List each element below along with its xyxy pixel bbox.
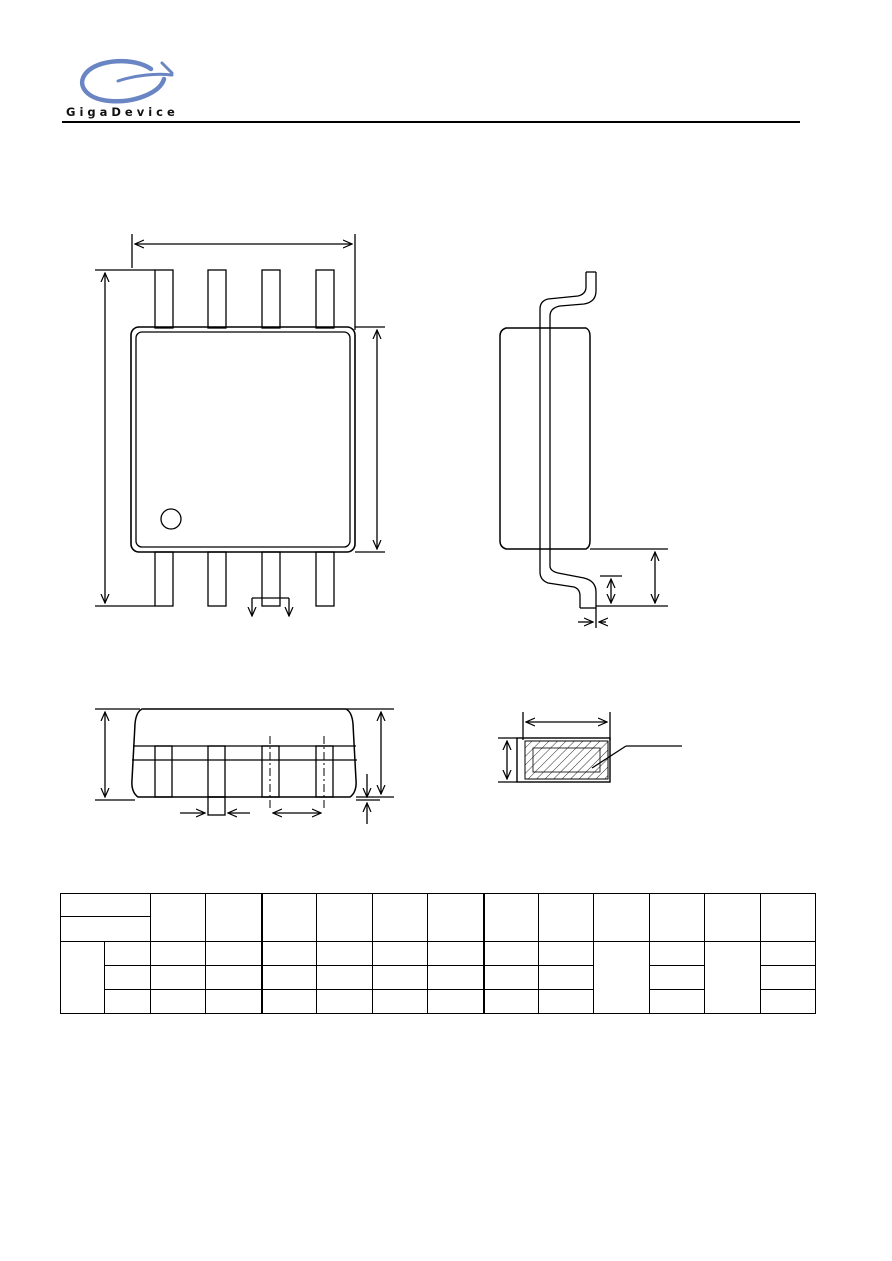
- table-cell: [260, 893, 317, 942]
- table-cell: [205, 989, 262, 1014]
- page-header: GigaDevice: [60, 55, 800, 125]
- table-cell: [372, 989, 428, 1014]
- top-leads: [154, 269, 335, 329]
- table-cell: [372, 893, 428, 942]
- table-cell: [150, 965, 206, 990]
- table-cell: [316, 965, 373, 990]
- table-row: [60, 941, 816, 1014]
- table-cell: [316, 989, 373, 1014]
- side-view: [499, 271, 668, 628]
- table-cell: [704, 893, 761, 942]
- table-cell: [704, 941, 761, 1014]
- package-body: [130, 326, 356, 553]
- table-cell: [316, 893, 373, 942]
- table-cell: [482, 893, 539, 942]
- table-cell: [104, 989, 151, 1014]
- gigadevice-logo-icon: [79, 58, 174, 104]
- table-cell: [649, 893, 705, 942]
- table-cell: [482, 989, 539, 1014]
- table-header-row: [60, 916, 816, 942]
- table-cell: [150, 941, 206, 966]
- table-cell: [260, 965, 317, 990]
- table-cell: [427, 965, 484, 990]
- table-cell: [205, 941, 262, 966]
- table-cell: [593, 941, 650, 1014]
- side-body: [499, 327, 591, 550]
- table-cell: [760, 965, 816, 990]
- package-outline-drawing: [95, 234, 682, 824]
- table-cell: [538, 989, 594, 1014]
- table-cell: [538, 893, 594, 942]
- table-cell: [372, 965, 428, 990]
- table-cell: [760, 893, 816, 942]
- table-cell: [649, 965, 705, 990]
- table-row: [61, 989, 816, 1014]
- table-cell: [60, 893, 151, 917]
- bottom-leads: [154, 551, 335, 607]
- table-cell: [60, 941, 105, 1014]
- table-cell: [538, 941, 594, 966]
- pin1-marker: [160, 508, 182, 530]
- table-cell: [205, 965, 262, 990]
- lead-section-outline: [516, 737, 611, 783]
- lead-section-detail: [498, 712, 682, 783]
- table-cell: [649, 989, 705, 1014]
- header-divider: [62, 121, 800, 123]
- brand-name: GigaDevice: [66, 105, 179, 119]
- table-cell: [150, 989, 206, 1014]
- dimension-table: [60, 893, 816, 1014]
- table-row: [61, 965, 816, 990]
- table-cell: [260, 941, 317, 966]
- table-cell: [104, 941, 151, 966]
- table-cell: [427, 941, 484, 966]
- end-body: [131, 708, 357, 798]
- table-cell: [649, 941, 705, 966]
- table-cell: [482, 965, 539, 990]
- table-cell: [593, 893, 650, 942]
- table-cell: [482, 941, 539, 966]
- table-cell: [538, 965, 594, 990]
- table-cell: [316, 941, 373, 966]
- table-cell: [760, 989, 816, 1014]
- end-view: [95, 708, 394, 824]
- table-cell: [150, 893, 206, 942]
- table-cell: [427, 893, 484, 942]
- table-cell: [104, 965, 151, 990]
- table-header-row: [60, 893, 816, 942]
- table-cell: [205, 893, 262, 942]
- end-leads: [154, 745, 334, 816]
- top-view: [95, 234, 385, 616]
- leader-line: [591, 745, 627, 769]
- table-cell: [260, 989, 317, 1014]
- table-cell: [60, 916, 151, 942]
- table-cell: [760, 941, 816, 966]
- table-cell: [372, 941, 428, 966]
- table-cell: [427, 989, 484, 1014]
